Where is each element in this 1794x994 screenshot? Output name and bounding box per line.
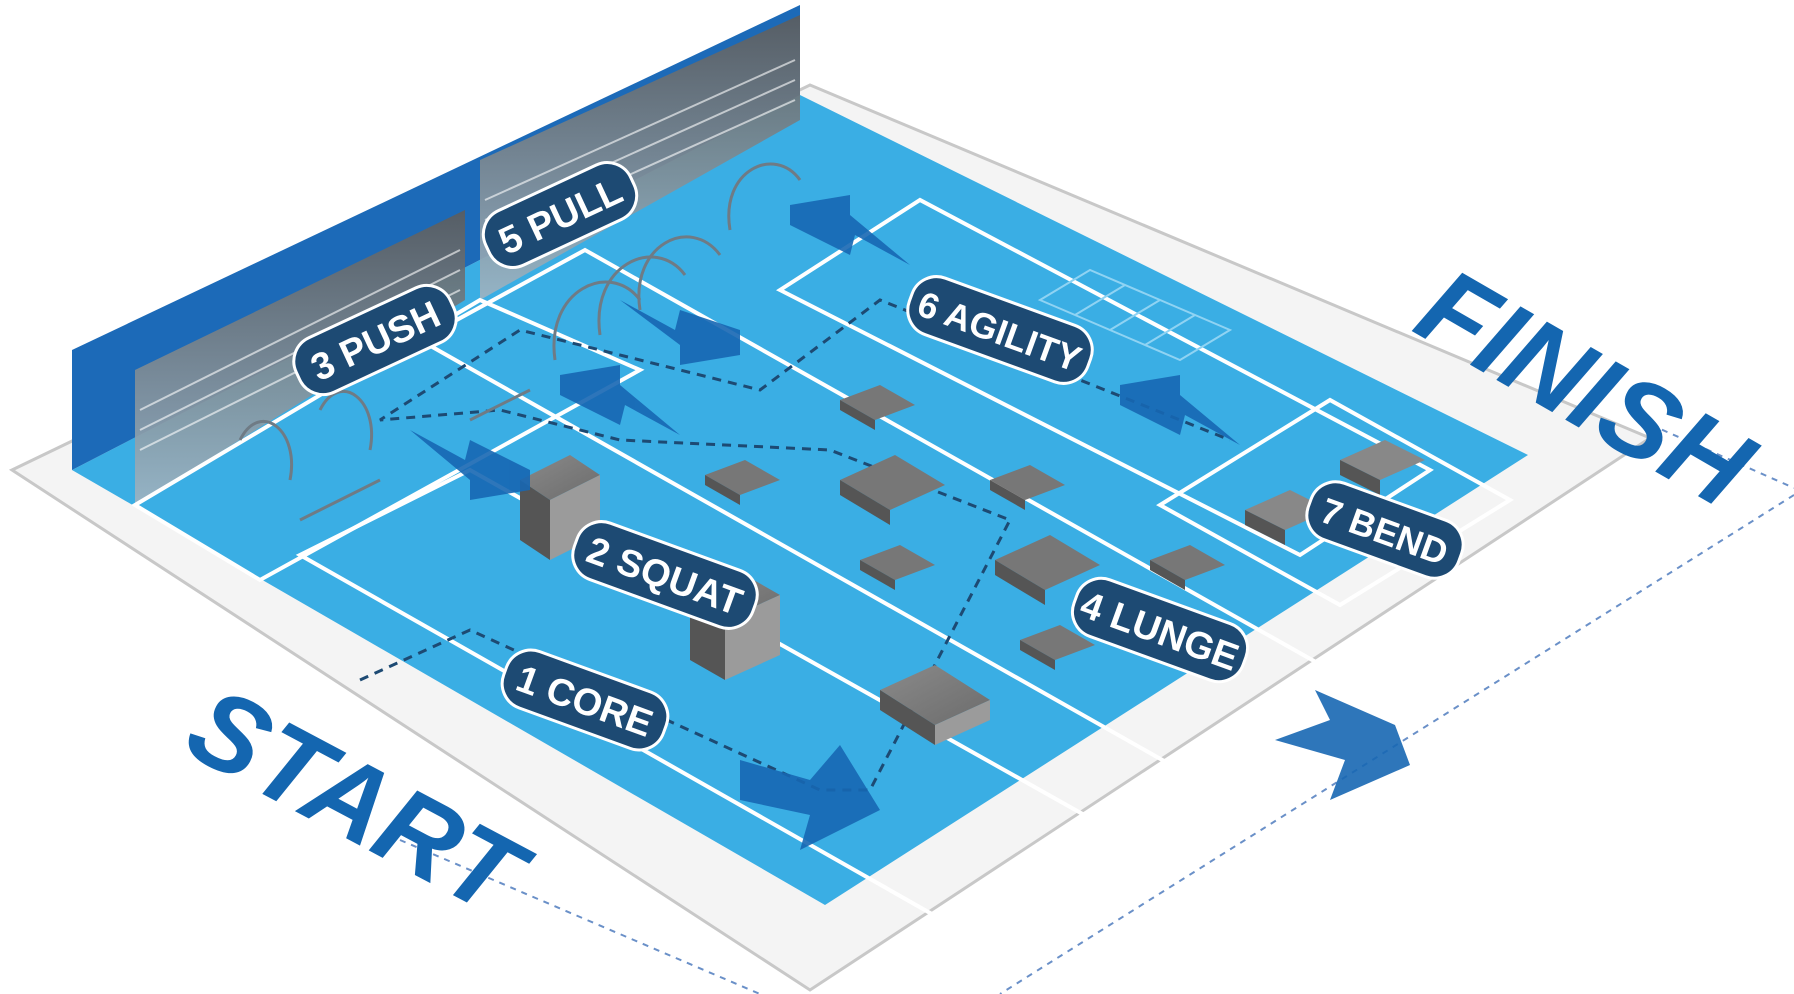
- plyo-box-icon: [1150, 545, 1225, 590]
- lane-outlines: [131, 197, 1514, 933]
- direction-arrow-icon: [790, 195, 910, 265]
- plyo-box-icon: [1245, 440, 1425, 545]
- direction-arrow-icon: [740, 745, 880, 850]
- lane-bend: [1156, 397, 1514, 608]
- start-guide-line: [399, 839, 761, 994]
- direction-arrow-icon: [410, 430, 530, 500]
- dashed-route: [359, 298, 1231, 792]
- plyo-box-icon: [840, 385, 915, 430]
- agility-ladder-icon: [1037, 268, 1233, 362]
- lane-core: [295, 467, 1124, 933]
- direction-arrow-icon: [620, 300, 740, 365]
- plyo-box-icon: [705, 460, 780, 505]
- direction-arrow-icon: [1275, 690, 1410, 800]
- direction-arrow-icon: [1120, 375, 1240, 445]
- plyo-box-icon: [860, 545, 935, 590]
- direction-arrows: [410, 195, 1410, 850]
- lane-squat-lunge: [415, 247, 1334, 773]
- plyo-box-icon: [840, 455, 945, 525]
- hurdle-icon: [552, 162, 802, 361]
- lane-agility: [775, 197, 1434, 558]
- push-rack-icon: [238, 388, 531, 522]
- plyo-box-icon: [880, 665, 990, 745]
- plyo-box-icon: [1020, 625, 1095, 670]
- plyo-box-icon: [990, 465, 1065, 510]
- finish-guide-line: [1639, 419, 1794, 489]
- plyo-box-icon: [995, 535, 1100, 605]
- direction-arrow-icon: [560, 365, 680, 435]
